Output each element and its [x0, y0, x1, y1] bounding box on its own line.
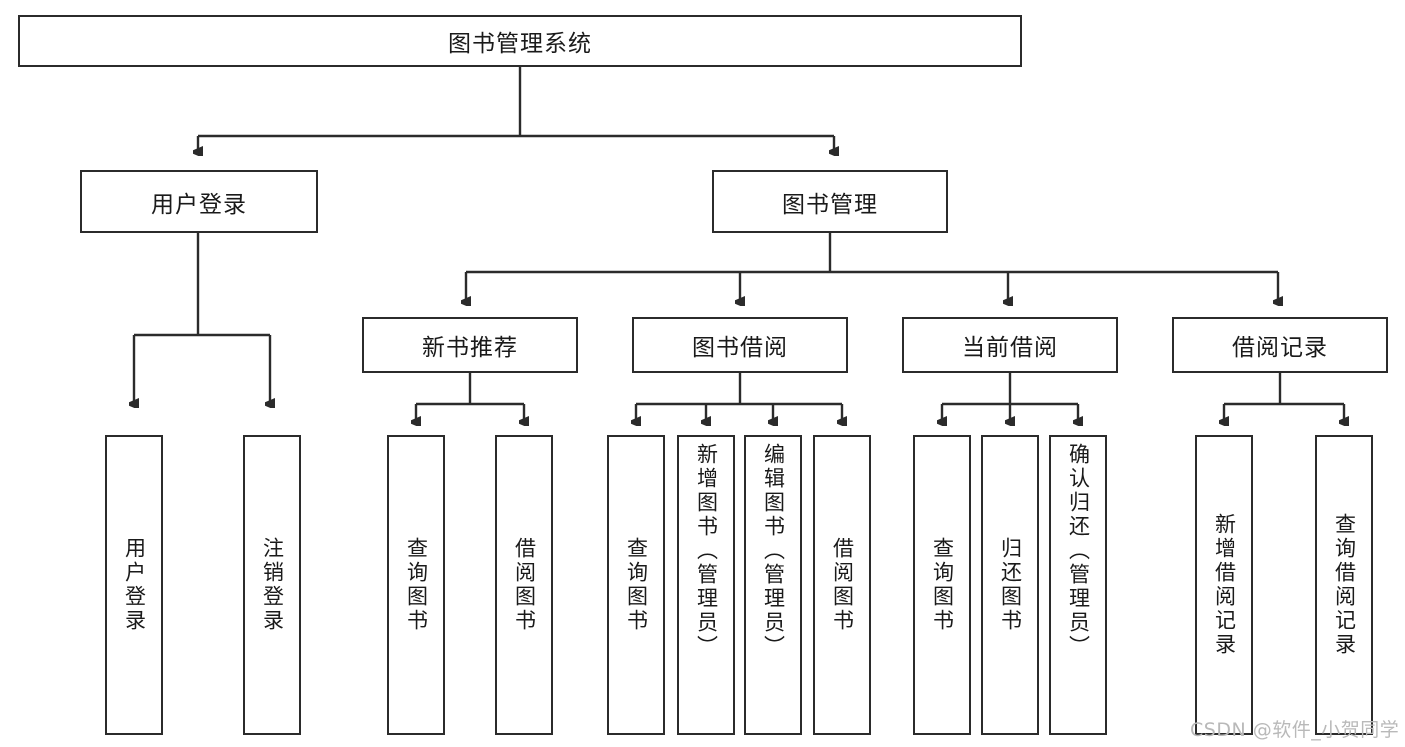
leaf-record-add-record[interactable]: 新增借阅记录: [1195, 435, 1253, 735]
node-label: 图书管理系统: [448, 31, 592, 57]
leaf-label: 查询借阅记录: [1332, 513, 1357, 657]
leaf-record-query-record[interactable]: 查询借阅记录: [1315, 435, 1373, 735]
leaf-label: 查询图书: [930, 537, 955, 633]
leaf-borrow-add-book-admin[interactable]: 新增图书（管理员）: [677, 435, 735, 735]
leaf-label: 编辑图书（管理员）: [761, 443, 786, 659]
leaf-label: 借阅图书: [830, 537, 855, 633]
node-label: 新书推荐: [422, 335, 518, 361]
leaf-label: 新增借阅记录: [1212, 513, 1237, 657]
leaf-label: 查询图书: [624, 537, 649, 633]
node-user-login[interactable]: 用户登录: [80, 170, 318, 233]
node-new-book-recommend[interactable]: 新书推荐: [362, 317, 578, 373]
leaf-borrow-edit-book-admin[interactable]: 编辑图书（管理员）: [744, 435, 802, 735]
leaf-label: 新增图书（管理员）: [694, 443, 719, 659]
node-label: 当前借阅: [962, 335, 1058, 361]
leaf-user-login-login[interactable]: 用户登录: [105, 435, 163, 735]
leaf-borrow-borrow-book[interactable]: 借阅图书: [813, 435, 871, 735]
leaf-current-return-book[interactable]: 归还图书: [981, 435, 1039, 735]
leaf-recommend-borrow-book[interactable]: 借阅图书: [495, 435, 553, 735]
leaf-borrow-query-book[interactable]: 查询图书: [607, 435, 665, 735]
leaf-label: 用户登录: [122, 537, 147, 633]
node-book-borrow[interactable]: 图书借阅: [632, 317, 848, 373]
leaf-current-query-book[interactable]: 查询图书: [913, 435, 971, 735]
leaf-label: 注销登录: [260, 537, 285, 633]
watermark-text: CSDN @软件_小贺同学: [1190, 719, 1400, 741]
leaf-label: 确认归还（管理员）: [1066, 443, 1091, 659]
leaf-label: 借阅图书: [512, 537, 537, 633]
node-borrow-record[interactable]: 借阅记录: [1172, 317, 1388, 373]
leaf-label: 归还图书: [998, 537, 1023, 633]
node-current-borrow[interactable]: 当前借阅: [902, 317, 1118, 373]
node-root-system[interactable]: 图书管理系统: [18, 15, 1022, 67]
node-label: 用户登录: [151, 191, 247, 218]
leaf-current-confirm-return-admin[interactable]: 确认归还（管理员）: [1049, 435, 1107, 735]
leaf-user-login-logout[interactable]: 注销登录: [243, 435, 301, 735]
node-label: 借阅记录: [1232, 335, 1328, 361]
node-book-management[interactable]: 图书管理: [712, 170, 948, 233]
leaf-label: 查询图书: [404, 537, 429, 633]
leaf-recommend-query-book[interactable]: 查询图书: [387, 435, 445, 735]
node-label: 图书管理: [782, 191, 878, 218]
node-label: 图书借阅: [692, 335, 788, 361]
